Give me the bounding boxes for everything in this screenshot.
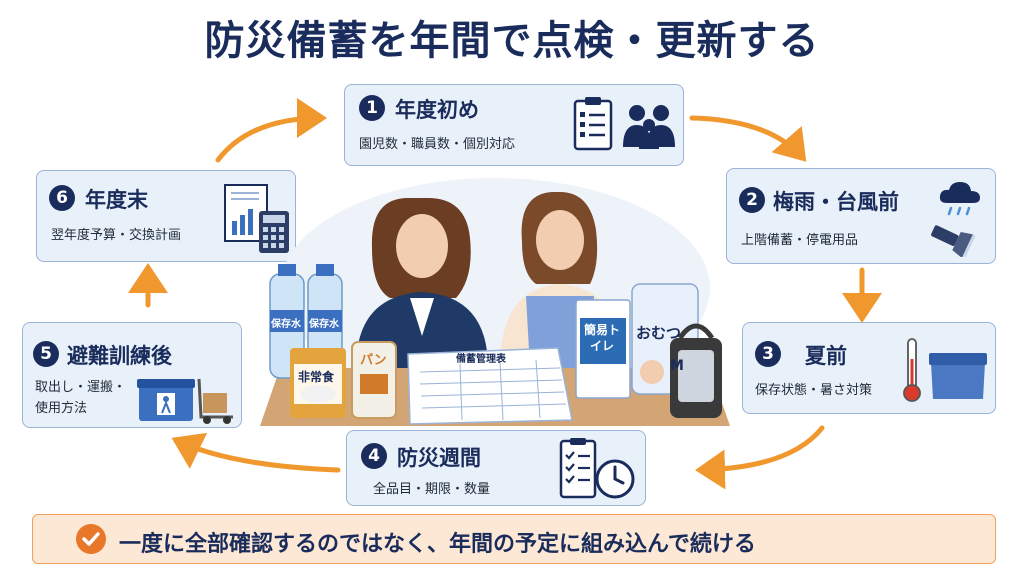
people-icon — [623, 105, 675, 149]
thermometer-icon — [903, 338, 921, 402]
arrow-4-to-5 — [171, 432, 341, 473]
diaper-size-label: M — [670, 358, 684, 374]
diaper-label: おむつ — [636, 324, 682, 342]
step-heading-2: 梅雨・台風前 — [773, 190, 899, 214]
center-illustration: 保存水 保存水 非常食 パン 備蓄管理表 簡易トイレ おむつ M — [260, 168, 730, 426]
step-number-5: 5 — [33, 341, 59, 367]
step-number-4: 4 — [361, 443, 387, 469]
step-sub-5-line-1: 取出し・運搬・ — [35, 380, 127, 395]
step-card-3: 3 夏前 保存状態・暑さ対策 — [742, 322, 996, 414]
step-heading-4: 防災週間 — [397, 446, 481, 470]
page-title: 防災備蓄を年間で点検・更新する — [204, 18, 820, 64]
step-sub-3: 保存状態・暑さ対策 — [755, 383, 873, 398]
report-calculator-icon — [224, 184, 289, 253]
step-sub-6: 翌年度予算・交換計画 — [51, 228, 182, 243]
step-sub-5-line-2: 使用方法 — [35, 401, 88, 416]
storage-box-icon — [929, 353, 987, 399]
check-circle-icon — [76, 524, 106, 554]
lantern — [670, 323, 722, 418]
step-card-1: 1 年度初め 園児数・職員数・個別対応 — [344, 84, 684, 166]
banner-text: 一度に全部確認するのではなく、年間の予定に組み込んで続ける — [119, 532, 756, 557]
water-label-left: 保存水 — [271, 319, 301, 330]
step-sub-4: 全品目・期限・数量 — [373, 482, 491, 497]
step-number-1: 1 — [359, 95, 385, 121]
step-sub-2: 上階備蓄・停電用品 — [741, 233, 859, 248]
step-number-3: 3 — [755, 341, 781, 367]
step-sub-1: 園児数・職員数・個別対応 — [359, 137, 516, 152]
step-card-6: 6 年度末 翌年度予算・交換計画 — [36, 170, 296, 262]
checklist-clock-icon — [559, 438, 635, 499]
step-card-5: 5 避難訓練後 取出し・運搬・ 使用方法 — [22, 322, 242, 428]
step-number-2: 2 — [739, 187, 765, 213]
step-heading-3: 夏前 — [805, 344, 847, 368]
water-bottles — [269, 264, 343, 379]
arrow-1-to-2 — [689, 115, 807, 162]
toilet-label: 簡易トイレ — [583, 323, 620, 353]
bottom-banner: 一度に全部確認するのではなく、年間の予定に組み込んで続ける — [32, 514, 996, 564]
arrow-6-to-1 — [215, 98, 327, 163]
step-card-2: 2 梅雨・台風前 上階備蓄・停電用品 — [726, 168, 996, 264]
step-card-4: 4 防災週間 全品目・期限・数量 — [346, 430, 646, 506]
water-label-right: 保存水 — [309, 319, 339, 330]
flashlight-icon — [931, 225, 976, 257]
step-number-6: 6 — [49, 185, 75, 211]
step-heading-1: 年度初め — [395, 98, 479, 122]
emergency-box-cart-icon — [137, 378, 233, 424]
step-heading-5: 避難訓練後 — [67, 344, 172, 368]
bread-label: パン — [360, 353, 387, 368]
step-heading-6: 年度末 — [85, 188, 148, 212]
rain-cloud-icon — [939, 182, 980, 216]
food-label: 非常食 — [298, 370, 335, 384]
clipboard-checklist-icon — [573, 97, 613, 151]
sheet-title: 備蓄管理表 — [456, 354, 506, 365]
arrow-3-to-4 — [695, 425, 825, 490]
center-scene — [260, 178, 730, 426]
